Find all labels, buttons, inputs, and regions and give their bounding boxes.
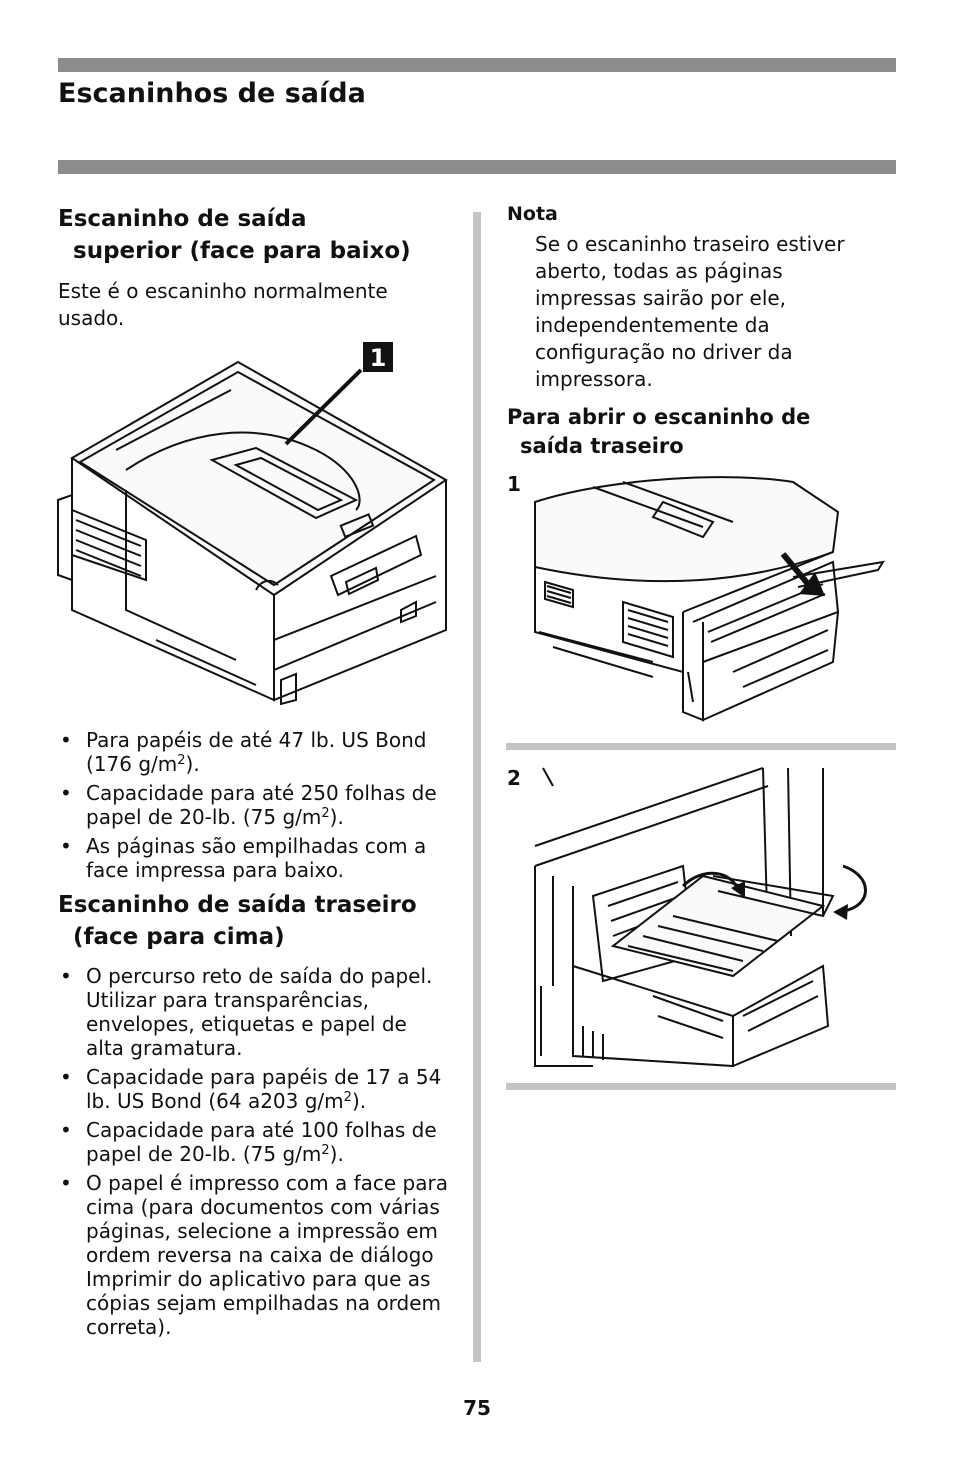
callout-number: 1 <box>370 344 387 372</box>
rear-bin-step2-illustration <box>534 767 867 1068</box>
printer-top-illustration: 1 <box>57 342 448 706</box>
top-bin-bullet-list: Para papéis de até 47 lb. US Bond (176 g… <box>58 728 448 887</box>
list-item: O papel é impresso com a face para cima … <box>58 1171 448 1339</box>
step-number-2: 2 <box>507 766 521 790</box>
section-heading-rear-bin: Escaninho de saída traseiro (face para c… <box>58 889 417 953</box>
title-top-bar <box>58 58 896 72</box>
step-divider-2 <box>506 1083 896 1090</box>
heading-line-2: saída traseiro <box>520 434 684 458</box>
note-label: Nota <box>507 203 558 225</box>
rear-bin-bullet-list: O percurso reto de saída do papel. Utili… <box>58 964 448 1344</box>
heading-line-2: (face para cima) <box>73 924 285 950</box>
page-number: 75 <box>463 1396 491 1420</box>
list-item: As páginas são empilhadas com a face imp… <box>58 834 448 882</box>
heading-line-1: Escaninho de saída <box>58 206 307 232</box>
title-bottom-bar <box>58 160 896 174</box>
heading-line-1: Para abrir o escaninho de <box>507 405 811 429</box>
list-item: Capacidade para papéis de 17 a 54 lb. US… <box>58 1065 448 1113</box>
list-item: Capacidade para até 250 folhas de papel … <box>58 781 448 829</box>
list-item: O percurso reto de saída do papel. Utili… <box>58 964 448 1060</box>
page-title: Escaninhos de saída <box>58 78 366 109</box>
step-divider-1 <box>506 743 896 750</box>
procedure-heading: Para abrir o escaninho de saída traseiro <box>507 403 810 461</box>
rear-bin-step1-illustration <box>534 476 886 722</box>
column-divider <box>473 212 481 1362</box>
intro-text: Este é o escaninho normalmente usado. <box>58 279 388 330</box>
step-number-1: 1 <box>507 472 521 496</box>
list-item: Capacidade para até 100 folhas de papel … <box>58 1118 448 1166</box>
heading-line-2: superior (face para baixo) <box>73 238 411 264</box>
callout-box <box>363 342 393 372</box>
section-heading-top-bin: Escaninho de saída superior (face para b… <box>58 203 411 267</box>
list-item: Para papéis de até 47 lb. US Bond (176 g… <box>58 728 448 776</box>
note-text: Se o escaninho traseiro estiver aberto, … <box>535 232 845 391</box>
heading-line-1: Escaninho de saída traseiro <box>58 892 417 918</box>
